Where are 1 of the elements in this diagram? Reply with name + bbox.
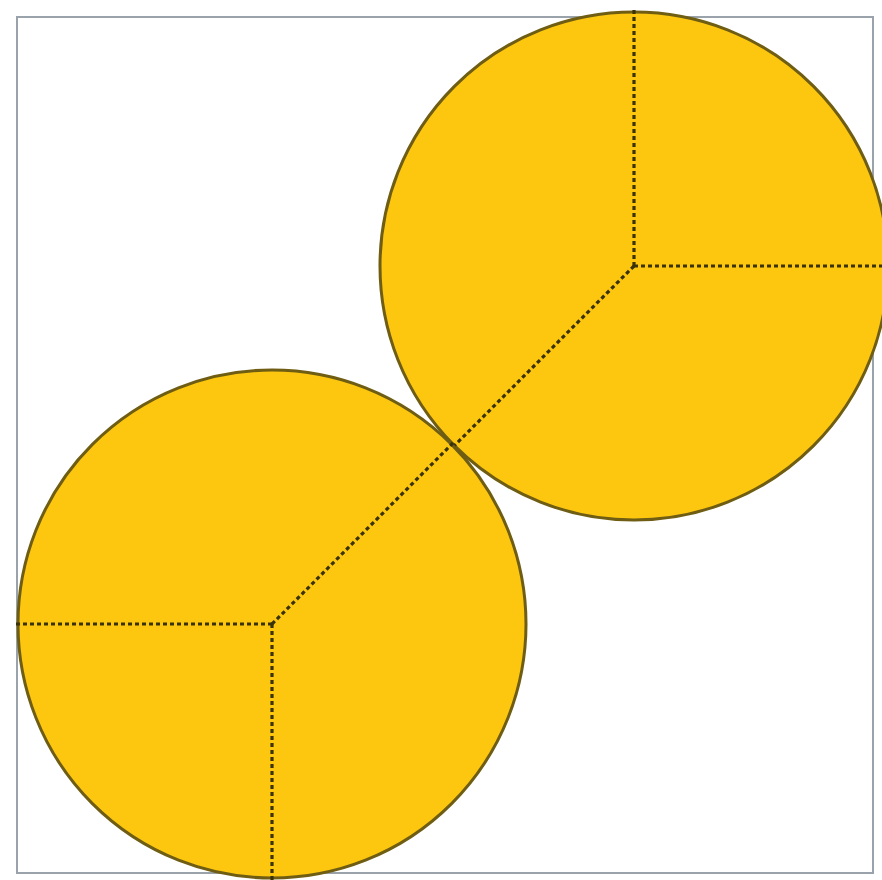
circle-shape [16,368,528,880]
